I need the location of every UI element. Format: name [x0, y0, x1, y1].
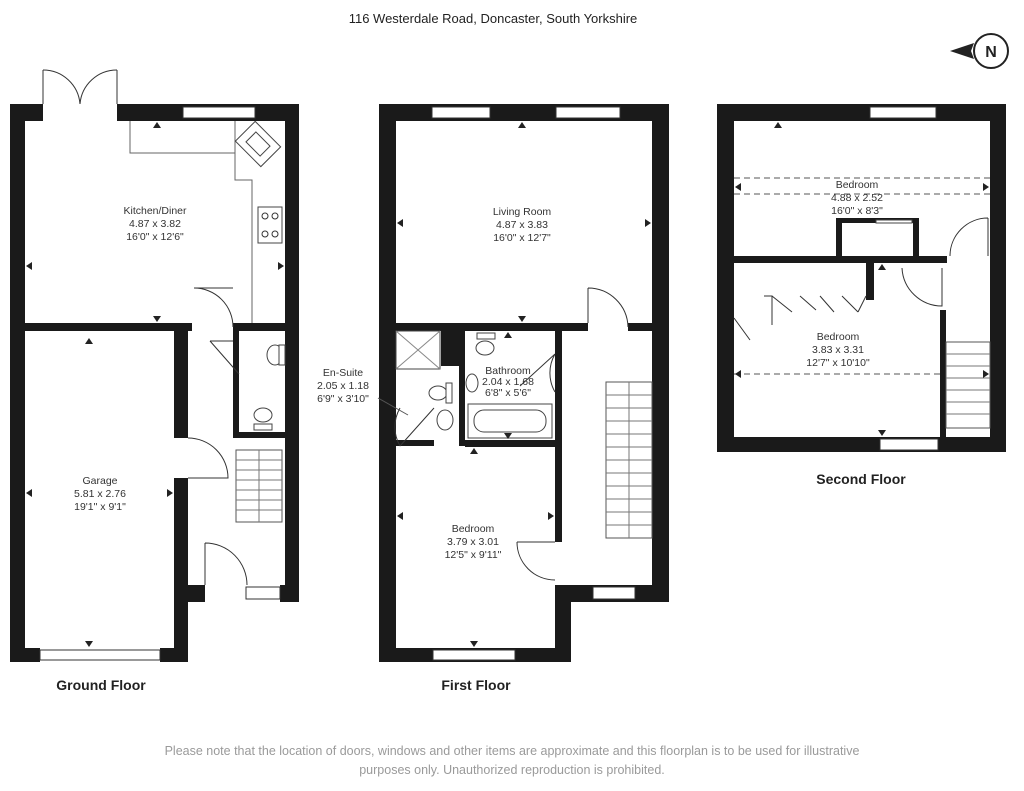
room-metric-living-room: 4.87 x 3.83	[496, 219, 548, 231]
room-metric-garage: 5.81 x 2.76	[74, 488, 126, 500]
room-name-en-suite: En-Suite	[323, 367, 363, 379]
room-metric-kitchen-diner: 4.87 x 3.82	[129, 218, 181, 230]
room-name-kitchen-diner: Kitchen/Diner	[123, 205, 187, 217]
room-name-living-room: Living Room	[493, 206, 552, 218]
compass-label: N	[985, 44, 997, 61]
ground-floor-plan	[10, 69, 299, 662]
room-name-garage: Garage	[82, 475, 117, 487]
room-name-bedroom-second-lower: Bedroom	[817, 331, 860, 343]
room-metric-bedroom-second-top: 4.88 x 2.52	[831, 192, 883, 204]
first-floor-plan	[379, 104, 669, 662]
room-imperial-bedroom-second-top: 16'0" x 8'3"	[831, 205, 883, 217]
floor-label-first: First Floor	[441, 677, 511, 693]
room-imperial-en-suite: 6'9" x 3'10"	[317, 393, 369, 405]
compass-north-icon: N	[950, 33, 1009, 69]
disclaimer-line-2: purposes only. Unauthorized reproduction…	[359, 763, 665, 777]
room-imperial-living-room: 16'0" x 12'7"	[493, 232, 551, 244]
room-name-bedroom-first: Bedroom	[452, 523, 495, 535]
room-name-bedroom-second-top: Bedroom	[836, 179, 879, 191]
floor-label-second: Second Floor	[816, 471, 906, 487]
room-metric-bathroom: 2.04 x 1.68	[482, 376, 534, 388]
second-floor-plan	[717, 104, 1006, 452]
room-imperial-bathroom: 6'8" x 5'6"	[485, 387, 531, 399]
address-title: 116 Westerdale Road, Doncaster, South Yo…	[349, 11, 638, 26]
disclaimer: Please note that the location of doors, …	[0, 742, 1024, 780]
room-imperial-bedroom-second-lower: 12'7" x 10'10"	[806, 357, 870, 369]
room-imperial-garage: 19'1" x 9'1"	[74, 501, 126, 513]
room-name-bathroom: Bathroom	[485, 365, 531, 377]
disclaimer-line-1: Please note that the location of doors, …	[164, 744, 860, 758]
room-metric-en-suite: 2.05 x 1.18	[317, 380, 369, 392]
room-metric-bedroom-second-lower: 3.83 x 3.31	[812, 344, 864, 356]
floor-label-ground: Ground Floor	[56, 677, 146, 693]
room-imperial-kitchen-diner: 16'0" x 12'6"	[126, 231, 184, 243]
room-imperial-bedroom-first: 12'5" x 9'11"	[445, 549, 502, 561]
room-metric-bedroom-first: 3.79 x 3.01	[447, 536, 499, 548]
